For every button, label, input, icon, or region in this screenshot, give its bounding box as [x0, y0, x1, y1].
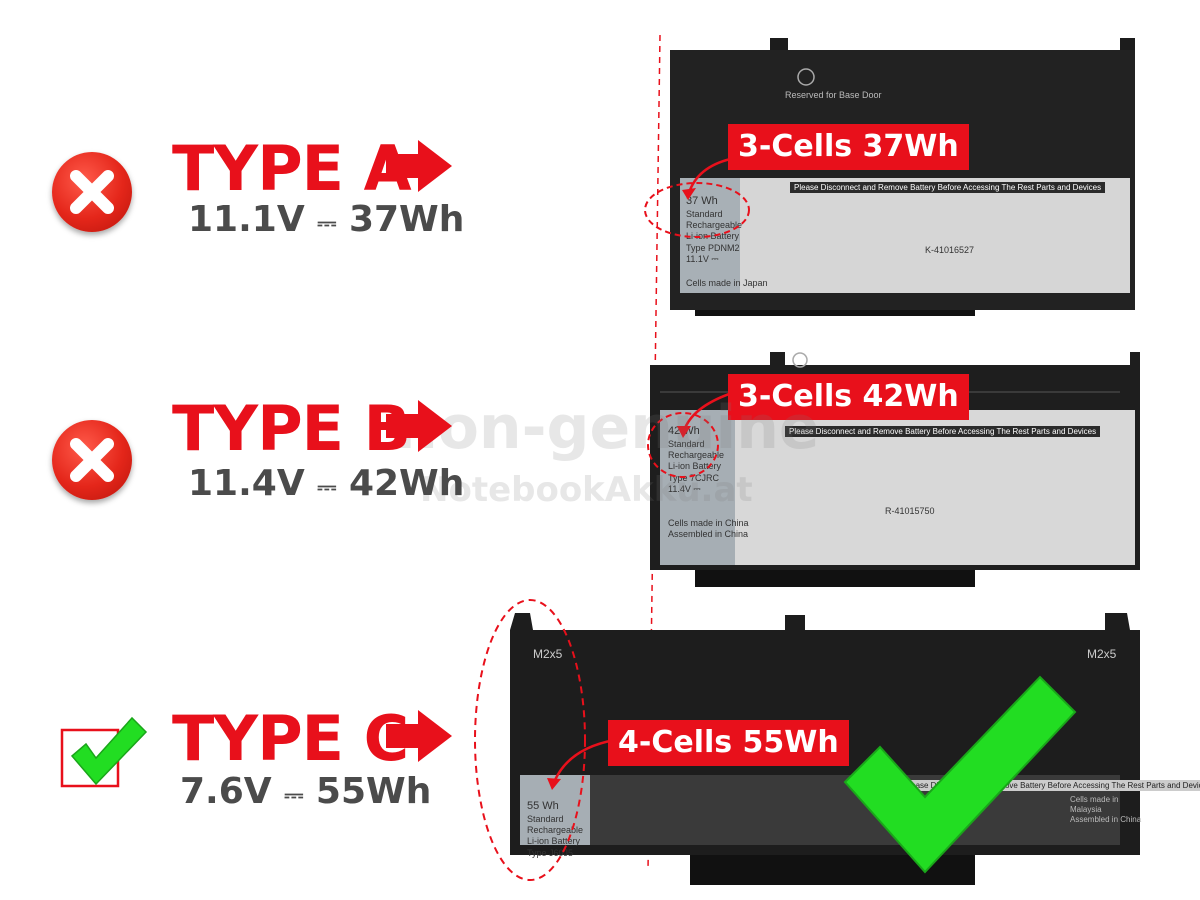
battery-c-screw-left: M2x5 [533, 647, 563, 661]
battery-c-screw-right: M2x5 [1087, 647, 1117, 661]
dc-symbol: ⎓ [317, 209, 337, 237]
type-a-voltage: 11.1V [188, 199, 305, 240]
error-x-icon [52, 420, 132, 500]
battery-c-sticker: 55 Wh Standard Rechargeable Li-ion Batte… [527, 800, 584, 858]
type-c-capacity: 55Wh [315, 771, 432, 812]
cell-label-a: 3-Cells 37Wh [728, 124, 969, 170]
type-b-spec: 11.4V ⎓ 42Wh [188, 466, 464, 502]
checkmark-icon [60, 716, 148, 788]
arrow-right-icon [386, 400, 452, 452]
type-b-voltage: 11.4V [188, 463, 305, 504]
cell-label-c: 4-Cells 55Wh [608, 720, 849, 766]
dc-symbol: ⎓ [284, 781, 304, 809]
battery-a-reserved: Reserved for Base Door [785, 90, 882, 100]
type-b-title: TYPE B [172, 392, 411, 465]
type-c-title: TYPE C [172, 702, 409, 775]
battery-c-made-in: Cells made in Malaysia Assembled in Chin… [1070, 795, 1142, 824]
battery-a-warning: Please Disconnect and Remove Battery Bef… [790, 182, 1106, 193]
battery-b-warning: Please Disconnect and Remove Battery Bef… [785, 426, 1101, 437]
callout-ellipse-b [647, 412, 719, 478]
battery-a-made-in: Cells made in Japan [686, 278, 768, 288]
genuine-check-icon [843, 675, 1077, 874]
cell-label-b: 3-Cells 42Wh [728, 374, 969, 420]
arrow-right-icon [386, 710, 452, 762]
watermark-text-1: non-genuine [395, 393, 820, 463]
callout-ellipse-a [644, 182, 750, 238]
type-b-capacity: 42Wh [348, 463, 465, 504]
battery-c-warning: Please Disconnect and Remove Battery Bef… [900, 780, 1200, 791]
type-a-spec: 11.1V ⎓ 37Wh [188, 202, 464, 238]
callout-ellipse-c [474, 599, 586, 881]
type-c-spec: 7.6V ⎓ 55Wh [180, 774, 431, 810]
type-c-voltage: 7.6V [180, 771, 272, 812]
arrow-right-icon [386, 140, 452, 192]
type-a-title: TYPE A [172, 132, 412, 205]
battery-a-sticker: 37 Wh Standard Rechargeable Li-ion Batte… [686, 195, 743, 264]
watermark-text-2: NotebookAkku.at [420, 470, 753, 510]
dc-symbol: ⎓ [317, 473, 337, 501]
error-x-icon [52, 152, 132, 232]
type-a-capacity: 37Wh [348, 199, 465, 240]
battery-b-code: R-41015750 [885, 506, 935, 516]
battery-b-made-in: Cells made in China Assembled in China [668, 518, 749, 540]
battery-a-code: K-41016527 [925, 245, 975, 255]
